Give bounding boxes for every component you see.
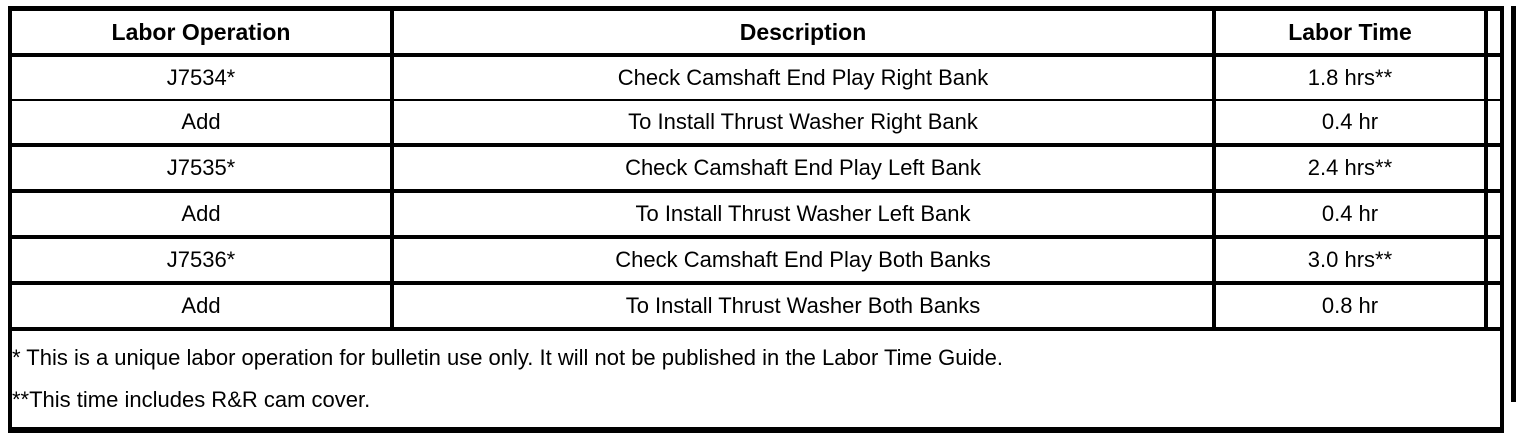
table-row: J7534* Check Camshaft End Play Right Ban… [8, 55, 1504, 101]
cell-labor-time: 0.8 hr [1212, 283, 1488, 330]
cell-spacer [1484, 191, 1504, 239]
table-header: Labor Operation Description Labor Time [8, 6, 1504, 57]
cell-labor-operation: Add [8, 191, 394, 239]
cell-labor-operation: Add [8, 283, 394, 330]
cell-description: Check Camshaft End Play Right Bank [390, 55, 1216, 101]
table-row: Add To Install Thrust Washer Left Bank 0… [8, 191, 1504, 239]
table-body: J7534* Check Camshaft End Play Right Ban… [8, 55, 1504, 433]
cell-spacer [1484, 55, 1504, 101]
cell-spacer [1484, 237, 1504, 285]
cell-labor-time: 3.0 hrs** [1212, 237, 1488, 285]
cell-spacer [1484, 100, 1504, 147]
table-row: J7535* Check Camshaft End Play Left Bank… [8, 145, 1504, 193]
page-right-rule [1511, 6, 1516, 402]
footnote-spacer [12, 373, 1500, 385]
cell-spacer [1484, 283, 1504, 330]
cell-description: Check Camshaft End Play Left Bank [390, 145, 1216, 193]
column-header-labor-time: Labor Time [1212, 6, 1488, 57]
cell-labor-operation: Add [8, 100, 394, 147]
cell-labor-time: 1.8 hrs** [1212, 55, 1488, 101]
footnote-row: * This is a unique labor operation for b… [8, 327, 1504, 433]
cell-labor-time: 0.4 hr [1212, 191, 1488, 239]
cell-labor-time: 2.4 hrs** [1212, 145, 1488, 193]
cell-description: To Install Thrust Washer Left Bank [390, 191, 1216, 239]
footnote-double-asterisk: **This time includes R&R cam cover. [12, 387, 371, 412]
table-row: Add To Install Thrust Washer Both Banks … [8, 283, 1504, 330]
header-row: Labor Operation Description Labor Time [8, 6, 1504, 57]
column-header-spacer [1484, 6, 1504, 57]
footnote-cell: * This is a unique labor operation for b… [8, 327, 1504, 433]
cell-description: Check Camshaft End Play Both Banks [390, 237, 1216, 285]
column-header-description: Description [390, 6, 1216, 57]
footnote-single-asterisk: * This is a unique labor operation for b… [12, 345, 1003, 370]
table-row: J7536* Check Camshaft End Play Both Bank… [8, 237, 1504, 285]
cell-labor-operation: J7534* [8, 55, 394, 101]
cell-spacer [1484, 145, 1504, 193]
labor-operation-table: Labor Operation Description Labor Time J… [8, 6, 1504, 433]
cell-description: To Install Thrust Washer Right Bank [390, 100, 1216, 147]
cell-labor-time: 0.4 hr [1212, 100, 1488, 147]
column-header-labor-operation: Labor Operation [8, 6, 394, 57]
cell-description: To Install Thrust Washer Both Banks [390, 283, 1216, 330]
table-row: Add To Install Thrust Washer Right Bank … [8, 100, 1504, 147]
cell-labor-operation: J7535* [8, 145, 394, 193]
cell-labor-operation: J7536* [8, 237, 394, 285]
page-root: Labor Operation Description Labor Time J… [8, 6, 1516, 433]
